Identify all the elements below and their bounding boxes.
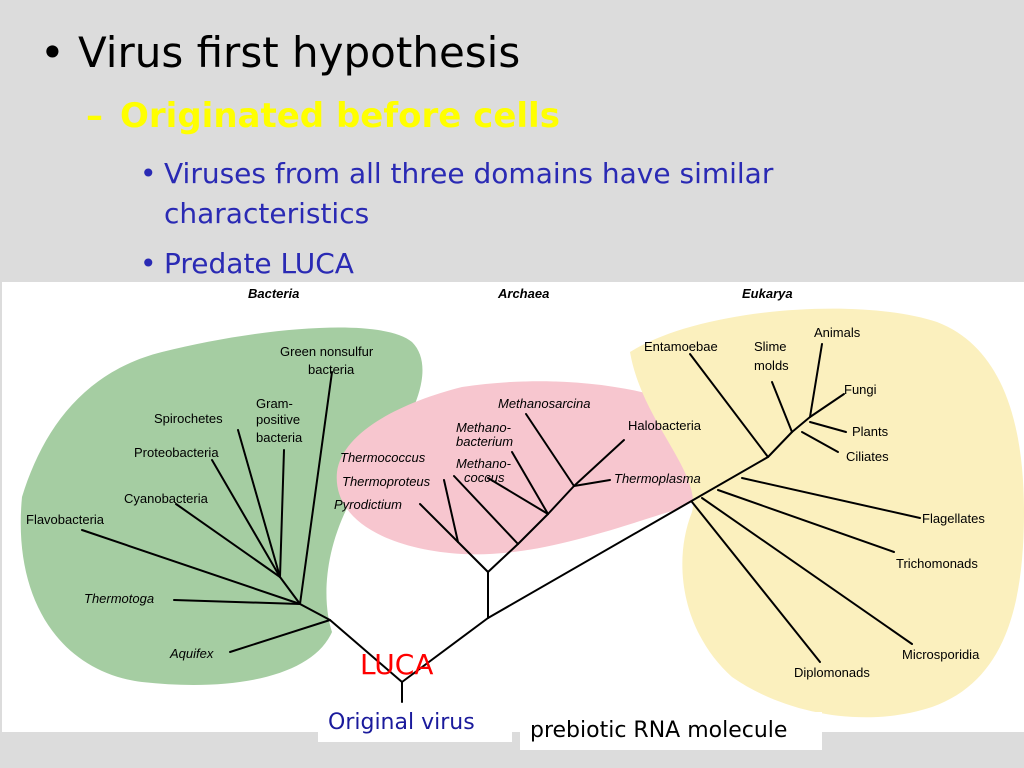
label-trichomonads: Trichomonads — [896, 556, 978, 571]
branch-cyanobacteria — [175, 503, 281, 578]
label-thermotoga: Thermotoga — [84, 591, 154, 606]
branch-entamoebae — [689, 353, 769, 458]
label-ciliates: Ciliates — [846, 449, 889, 464]
branch-flagellates — [741, 477, 921, 519]
domain-eukarya: Eukarya — [742, 286, 793, 301]
branch-pyrodictium — [419, 503, 459, 543]
branch-green-nonsulfur — [299, 371, 333, 605]
label-plants: Plants — [852, 424, 889, 439]
label-flagellates: Flagellates — [922, 511, 985, 526]
label-aquifex: Aquifex — [169, 646, 214, 661]
tree-svg: Bacteria Archaea Eukarya — [20, 286, 1024, 718]
branch-archaea-mid — [517, 513, 549, 545]
branch-thermoplasma — [573, 479, 611, 487]
label-proteobacteria: Proteobacteria — [134, 445, 219, 460]
branch-methanococcus — [487, 477, 549, 515]
branch-proteobacteria — [211, 459, 281, 578]
label-gram-3: bacteria — [256, 430, 303, 445]
label-thermoproteus: Thermoproteus — [342, 474, 431, 489]
branch-eukarya-stem — [487, 456, 769, 619]
point-2-bullet: • — [140, 247, 157, 280]
branch-bacteria-inner — [279, 576, 301, 605]
branch-thermoproteus — [443, 479, 459, 543]
label-gram-2: positive — [256, 412, 300, 427]
label-thermoplasma: Thermoplasma — [614, 471, 701, 486]
branch-archaea-upper — [547, 485, 575, 515]
point-2-text: Predate LUCA — [164, 247, 354, 280]
branch-microsporidia — [701, 497, 913, 645]
label-cyanobacteria: Cyanobacteria — [124, 491, 209, 506]
label-spirochetes: Spirochetes — [154, 411, 223, 426]
branch-methanobacterium — [511, 451, 549, 515]
label-methanococcus-2: coccus — [464, 470, 505, 485]
branch-archaea-right — [487, 543, 519, 573]
label-methanosarcina: Methanosarcina — [498, 396, 591, 411]
label-slime-molds-1: Slime — [754, 339, 787, 354]
main-bullet: • — [40, 28, 65, 77]
branch-aquifex — [229, 619, 331, 653]
label-fungi: Fungi — [844, 382, 877, 397]
slide-text: • Virus first hypothesis – Originated be… — [0, 0, 1024, 282]
label-gram-1: Gram- — [256, 396, 293, 411]
slide-title: Virus first hypothesis — [78, 28, 521, 77]
branch-methanosarcina — [525, 413, 575, 487]
branch-plants — [809, 421, 847, 433]
eukarya-region — [630, 308, 1024, 718]
label-animals: Animals — [814, 325, 861, 340]
branch-to-bacteria — [329, 619, 403, 683]
label-pyrodictium: Pyrodictium — [334, 497, 402, 512]
branch-gram-positive — [279, 449, 285, 578]
label-halobacteria: Halobacteria — [628, 418, 702, 433]
branch-halobacteria — [573, 439, 625, 487]
branch-fungi — [809, 393, 845, 418]
luca-label: LUCA — [360, 648, 434, 681]
branch-flavobacteria — [81, 529, 301, 605]
slide-subtitle: Originated before cells — [120, 96, 560, 136]
label-methanobacterium-2: bacterium — [456, 434, 513, 449]
label-green-nonsulfur: Green nonsulfur — [280, 344, 374, 359]
label-entamoebae: Entamoebae — [644, 339, 718, 354]
branch-crown-upper — [791, 416, 811, 433]
branch-crown — [767, 431, 793, 458]
domain-archaea: Archaea — [497, 286, 549, 301]
label-diplomonads: Diplomonads — [794, 665, 870, 680]
domain-bacteria: Bacteria — [248, 286, 299, 301]
label-thermococcus: Thermococcus — [340, 450, 426, 465]
bacteria-region — [20, 327, 423, 685]
archaea-region — [336, 381, 734, 555]
branch-thermotoga — [173, 599, 301, 605]
branch-ciliates — [801, 431, 839, 453]
phylogenetic-tree-figure: Bacteria Archaea Eukarya — [2, 282, 1024, 732]
branch-animals — [809, 343, 823, 418]
branch-slime-molds — [771, 381, 793, 433]
label-microsporidia: Microsporidia — [902, 647, 980, 662]
branch-spirochetes — [237, 429, 281, 578]
label-green-nonsulfur-2: bacteria — [308, 362, 355, 377]
label-slime-molds-2: molds — [754, 358, 789, 373]
dash-bullet: – — [86, 96, 103, 136]
original-virus-label: Original virus — [318, 704, 512, 742]
point-1-text: Viruses from all three domains have simi… — [164, 157, 774, 230]
branch-to-archaea-eukarya — [401, 617, 489, 683]
label-methanobacterium-1: Methano- — [456, 420, 512, 435]
branch-bacteria-core — [299, 603, 331, 621]
prebiotic-rna-label: prebiotic RNA molecule — [520, 712, 822, 750]
branch-thermococcus — [453, 475, 519, 545]
label-flavobacteria: Flavobacteria — [26, 512, 105, 527]
branch-trichomonads — [717, 489, 895, 553]
point-1-bullet: • — [140, 157, 157, 190]
label-methanococcus-1: Methano- — [456, 456, 512, 471]
branch-archaea-left — [457, 541, 489, 573]
branch-diplomonads — [691, 501, 821, 663]
